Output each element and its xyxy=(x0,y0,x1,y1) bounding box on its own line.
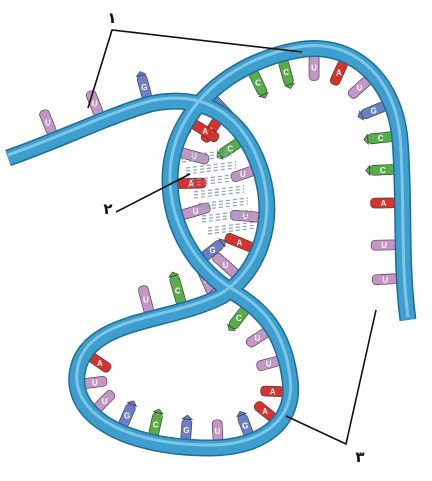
base-u-14: U xyxy=(82,376,107,389)
base-a-22: A xyxy=(260,386,284,397)
base-letter-28: U xyxy=(193,207,199,216)
rna-backbone-strand xyxy=(8,45,408,448)
base-letter-27: G xyxy=(209,246,215,255)
base-u-19: U xyxy=(212,420,223,443)
base-g-18: G xyxy=(181,415,193,442)
base-letter-19: U xyxy=(215,427,221,436)
base-letter-14: U xyxy=(92,378,98,387)
base-a-41: A xyxy=(370,198,396,208)
backbone-highlight xyxy=(8,45,408,445)
base-letter-23: U xyxy=(266,360,272,369)
base-letter-6: U xyxy=(240,170,246,179)
base-letter-1: U xyxy=(92,99,98,108)
base-letter-9: U xyxy=(223,261,229,270)
base-letter-35: U xyxy=(311,63,317,72)
base-letter-16: G xyxy=(124,412,130,421)
base-u-35: U xyxy=(309,54,319,80)
base-tip xyxy=(363,134,368,144)
base-letter-12: U xyxy=(143,296,149,305)
base-letter-17: C xyxy=(153,421,159,430)
base-u-12: U xyxy=(138,285,155,315)
base-c-34: C xyxy=(278,58,296,90)
label-three: ۳ xyxy=(355,448,364,466)
base-letter-25: C xyxy=(236,314,242,323)
base-letter-5: C xyxy=(227,144,233,153)
hydrogen-bond-3-2 xyxy=(194,192,244,198)
label-one: ۱ xyxy=(107,9,116,27)
base-letter-11: C xyxy=(175,286,181,295)
base-letter-41: A xyxy=(381,199,387,208)
hydrogen-bond-6-0 xyxy=(208,222,256,228)
base-letter-40: C xyxy=(380,166,386,175)
base-letter-43: U xyxy=(382,275,388,284)
base-u-42: U xyxy=(371,240,397,251)
label-two: ۲ xyxy=(103,200,112,218)
base-letter-21: A xyxy=(262,407,268,416)
base-letter-31: A xyxy=(202,127,208,136)
base-tip xyxy=(182,415,192,420)
hydrogen-bond-1-1 xyxy=(186,165,236,171)
hydrogen-bond-1-2 xyxy=(186,168,236,174)
base-c-17: C xyxy=(148,408,164,437)
base-g-2: G xyxy=(135,70,152,100)
base-letter-33: C xyxy=(255,79,261,88)
base-c-11: C xyxy=(168,271,187,306)
base-c-40: C xyxy=(366,164,396,175)
hydrogen-bond-6-1 xyxy=(208,225,256,231)
base-letter-39: C xyxy=(378,134,384,143)
base-u-43: U xyxy=(372,274,399,286)
base-letter-22: A xyxy=(270,387,276,396)
hydrogen-bond-6-2 xyxy=(208,228,256,234)
base-letter-0: U xyxy=(45,118,51,127)
base-letter-29: A xyxy=(188,179,194,188)
base-letter-13: A xyxy=(97,359,103,368)
leader-three xyxy=(286,310,376,444)
hydrogen-bond-4-0 xyxy=(198,198,248,204)
base-c-39: C xyxy=(363,131,394,145)
base-letter-37: U xyxy=(357,84,363,93)
base-letter-15: U xyxy=(102,397,108,406)
base-letter-34: C xyxy=(283,68,289,77)
base-tip xyxy=(366,165,370,175)
base-letter-42: U xyxy=(381,241,387,250)
base-letter-8: A xyxy=(236,238,242,247)
base-letter-24: U xyxy=(255,334,261,343)
base-letter-36: A xyxy=(336,69,342,78)
hydrogen-bond-1-0 xyxy=(186,162,236,168)
base-letter-18: G xyxy=(183,426,189,435)
hydrogen-bond-3-1 xyxy=(194,189,244,195)
base-letter-2: G xyxy=(141,83,147,92)
base-letter-20: G xyxy=(242,421,248,430)
base-letter-38: G xyxy=(371,106,377,115)
